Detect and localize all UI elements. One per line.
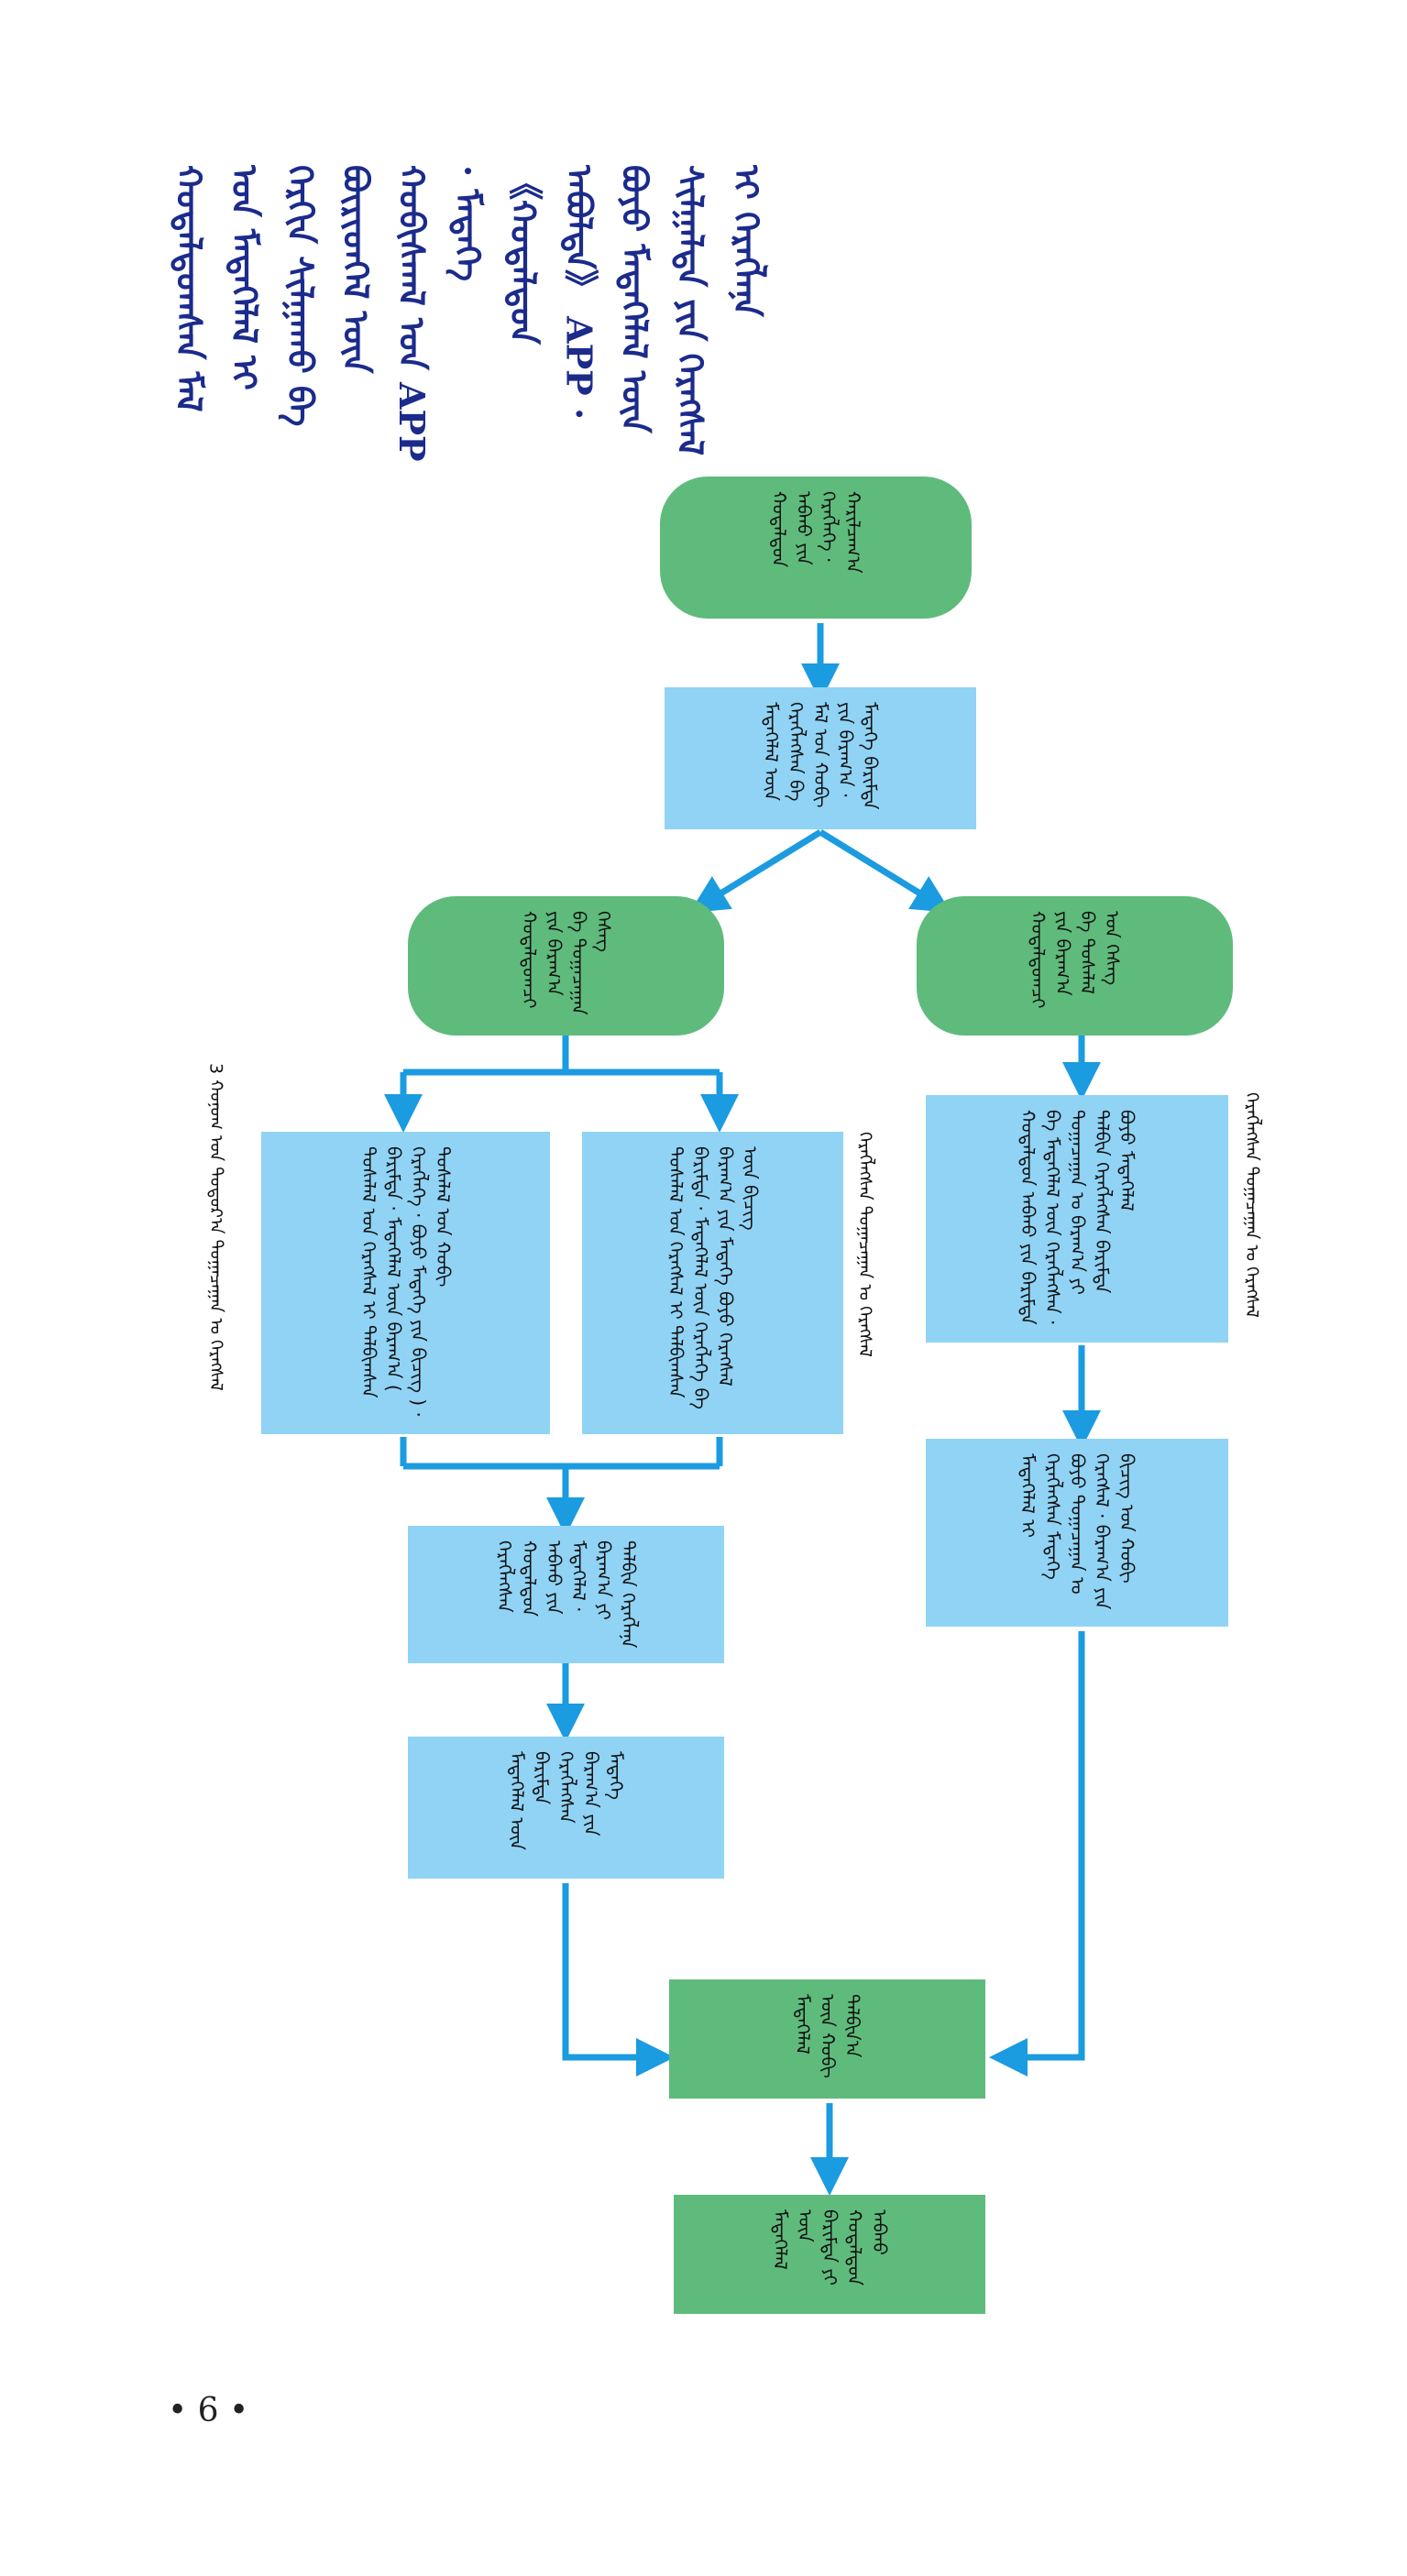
flow-node-mid-step-text: ᠲᠤᠰᠠᠯᠠᠯ ᠤᠨ ᠬᠡᠷᠡᠭᠰᠡᠯ ᠢ ᠲᠠᠯᠪᠢᠭᠰᠠᠨ ᠪᠠᠷᠢᠮᠲᠠ … xyxy=(665,1146,762,1416)
flow-node-right-step1: ᠬᠤᠳᠠᠯᠳᠤᠨ ᠠᠪᠬᠤ ᠶᠢᠨ ᠪᠠᠷᠢᠮᠲᠠ ᠪᠠ ᠮᠡᠳᠡᠭᠡᠯᠡᠯ ᠦ… xyxy=(926,1095,1228,1343)
flow-node-start: ᠬᠤᠳᠠᠯᠳᠤᠨ ᠠᠪᠬᠤ ᠶᠢᠨ ᠬᠡᠷᠡᠭᠯᠡᠭᠡ · ᠬᠠᠷᠢᠯᠴᠠᠭ᠎ᠠ xyxy=(660,477,972,619)
flow-node-branch-left: ᠬᠤᠳᠠᠯᠳᠤᠭᠴᠢ ᠶᠢᠨ ᠪᠠᠷᠠᠭ᠎ᠠ ᠪᠠ ᠲᠣᠭᠠᠴᠠᠭᠠᠨ ᠬᠡᠰᠡ… xyxy=(408,896,724,1036)
flow-node-branch-left-text: ᠬᠤᠳᠠᠯᠳᠤᠭᠴᠢ ᠶᠢᠨ ᠪᠠᠷᠠᠭ᠎ᠠ ᠪᠠ ᠲᠣᠭᠠᠴᠠᠭᠠᠨ ᠬᠡᠰᠡ… xyxy=(518,911,615,1021)
flow-node-left-step: ᠲᠤᠰᠠᠯᠠᠯ ᠤᠨ ᠬᠡᠷᠡᠭᠰᠡᠯ ᠢ ᠲᠠᠯᠪᠢᠭᠰᠠᠨ ᠪᠠᠷᠢᠮᠲᠠ … xyxy=(261,1132,550,1434)
flow-node-merge-step2-text: ᠮᠡᠳᠡᠭᠡᠯᠡᠯ ᠦᠨ ᠪᠠᠷᠢᠮᠲᠠ ᠬᠡᠷᠡᠭᠯᠡᠭᠰᠡᠨ ᠪᠠᠷᠠᠭ᠎ᠠ… xyxy=(506,1751,627,1857)
arrow-n6-n11 xyxy=(989,1631,1085,2077)
flow-node-right-step1-text: ᠬᠤᠳᠠᠯᠳᠤᠨ ᠠᠪᠬᠤ ᠶᠢᠨ ᠪᠠᠷᠢᠮᠲᠠ ᠪᠠ ᠮᠡᠳᠡᠭᠡᠯᠡᠯ ᠦ… xyxy=(1017,1110,1138,1332)
flow-node-start-text: ᠬᠤᠳᠠᠯᠳᠤᠨ ᠠᠪᠬᠤ ᠶᠢᠨ ᠬᠡᠷᠡᠭᠯᠡᠭᠡ · ᠬᠠᠷᠢᠯᠴᠠᠭ᠎ᠠ xyxy=(768,491,864,574)
flow-node-final-review-text: ᠮᠡᠳᠡᠭᠡᠯᠡᠯ ᠦᠨ ᠬᠤᠪᠢ ᠲᠠᠯᠪᠢᠨ᠎ᠠ xyxy=(792,1994,863,2085)
caption-left-side: 3 ᠬᠤᠨᠤᠭ ᠤᠨ ᠳᠣᠲᠣᠷ᠎ᠠ ᠲᠣᠭᠠᠴᠠᠭᠠᠨ ᠤ ᠬᠡᠷᠡᠭᠰᠡᠯ xyxy=(205,1063,226,1391)
flow-node-left-step-text: ᠲᠤᠰᠠᠯᠠᠯ ᠤᠨ ᠬᠡᠷᠡᠭᠰᠡᠯ ᠢ ᠲᠠᠯᠪᠢᠭᠰᠠᠨ ᠪᠠᠷᠢᠮᠲᠠ … xyxy=(357,1146,455,1424)
page-heading: ᠬᠣᠳᠠᠯᠳᠤᠭᠰᠠᠨ ᠮᠠᠯ ᠤᠨ ᠮᠡᠳᠡᠭᠡᠯᠡᠯ ᠢ ᠬᠡᠷᠬᠢᠨ ᠰᠢ… xyxy=(168,165,767,462)
flow-node-end: ᠮᠡᠳᠡᠭᠡᠯᠡᠯ ᠦᠨ ᠪᠠᠷᠢᠮᠲᠠ ᠶᠢ ᠬᠤᠳᠠᠯᠳᠤᠨ ᠠᠪᠬᠤ xyxy=(674,2195,985,2314)
flow-node-mid-step: ᠲᠤᠰᠠᠯᠠᠯ ᠤᠨ ᠬᠡᠷᠡᠭᠰᠡᠯ ᠢ ᠲᠠᠯᠪᠢᠭᠰᠠᠨ ᠪᠠᠷᠢᠮᠲᠠ … xyxy=(582,1132,843,1434)
flow-node-merge-step2: ᠮᠡᠳᠡᠭᠡᠯᠡᠯ ᠦᠨ ᠪᠠᠷᠢᠮᠲᠠ ᠬᠡᠷᠡᠭᠯᠡᠭᠰᠡᠨ ᠪᠠᠷᠠᠭ᠎ᠠ… xyxy=(408,1737,724,1879)
flow-node-right-step2: ᠮᠡᠳᠡᠭᠡᠯᠡᠯ ᠢ ᠬᠡᠷᠡᠭᠯᠡᠭᠰᠡᠨ ᠮᠡᠳᠡᠭᠡ ᠪᠤᠶᠤ ᠲᠣᠭᠠ… xyxy=(926,1439,1228,1627)
flow-node-information-text: ᠮᠡᠳᠡᠭᠡᠯᠡᠯ ᠦᠨ ᠬᠡᠷᠡᠭᠯᠡᠭᠰᠡᠨ ᠪᠠ ᠮᠠᠯ ᠤᠨ ᠬᠤᠪᠢ … xyxy=(760,702,882,814)
flow-node-branch-right-text: ᠬᠤᠳᠠᠯᠳᠤᠭᠴᠢ ᠶᠢᠨ ᠪᠠᠷᠠᠭ᠎ᠠ ᠪᠠ ᠲᠤᠰᠠᠯᠠᠯ ᠤᠨ ᠬᠡᠰ… xyxy=(1027,911,1124,1014)
arrow-n2-n4 xyxy=(819,829,951,914)
caption-right-branch: ᠬᠡᠷᠡᠭᠯᠡᠭᠰᠡᠨ ᠲᠣᠭᠠᠴᠠᠭᠠᠨ ᠤ ᠬᠡᠷᠡᠭᠰᠡᠯ xyxy=(1241,1092,1262,1318)
arrow-n10-n11 xyxy=(562,1883,675,2077)
flow-node-information: ᠮᠡᠳᠡᠭᠡᠯᠡᠯ ᠦᠨ ᠬᠡᠷᠡᠭᠯᠡᠭᠰᠡᠨ ᠪᠠ ᠮᠠᠯ ᠤᠨ ᠬᠤᠪᠢ … xyxy=(665,687,976,829)
flow-node-branch-right: ᠬᠤᠳᠠᠯᠳᠤᠭᠴᠢ ᠶᠢᠨ ᠪᠠᠷᠠᠭ᠎ᠠ ᠪᠠ ᠲᠤᠰᠠᠯᠠᠯ ᠤᠨ ᠬᠡᠰ… xyxy=(917,896,1233,1036)
page-number: • 6 • xyxy=(168,2392,249,2429)
caption-middle-branch: ᠬᠡᠷᠡᠭᠯᠡᠭᠰᠡᠨ ᠲᠣᠭᠠᠴᠠᠭᠠᠨ ᠤ ᠬᠡᠷᠡᠭᠰᠡᠯ xyxy=(854,1132,875,1357)
flow-node-merge-step1: ᠬᠡᠷᠡᠭᠯᠡᠭᠰᠡᠨ ᠬᠤᠳᠠᠯᠳᠤᠨ ᠠᠪᠬᠤ ᠶᠢᠨ ᠮᠡᠳᠡᠭᠡᠯᠡᠯ … xyxy=(408,1526,724,1663)
arrow-n2-n3 xyxy=(689,829,822,914)
flow-node-right-step2-text: ᠮᠡᠳᠡᠭᠡᠯᠡᠯ ᠢ ᠬᠡᠷᠡᠭᠯᠡᠭᠰᠡᠨ ᠮᠡᠳᠡᠭᠡ ᠪᠤᠶᠤ ᠲᠣᠭᠠ… xyxy=(1017,1453,1138,1616)
flow-node-merge-step1-text: ᠬᠡᠷᠡᠭᠯᠡᠭᠰᠡᠨ ᠬᠤᠳᠠᠯᠳᠤᠨ ᠠᠪᠬᠤ ᠶᠢᠨ ᠮᠡᠳᠡᠭᠡᠯᠡᠯ … xyxy=(493,1540,640,1649)
flow-node-final-review: ᠮᠡᠳᠡᠭᠡᠯᠡᠯ ᠦᠨ ᠬᠤᠪᠢ ᠲᠠᠯᠪᠢᠨ᠎ᠠ xyxy=(669,1979,985,2099)
flow-node-end-text: ᠮᠡᠳᠡᠭᠡᠯᠡᠯ ᠦᠨ ᠪᠠᠷᠢᠮᠲᠠ ᠶᠢ ᠬᠤᠳᠠᠯᠳᠤᠨ ᠠᠪᠬᠤ xyxy=(769,2209,891,2292)
